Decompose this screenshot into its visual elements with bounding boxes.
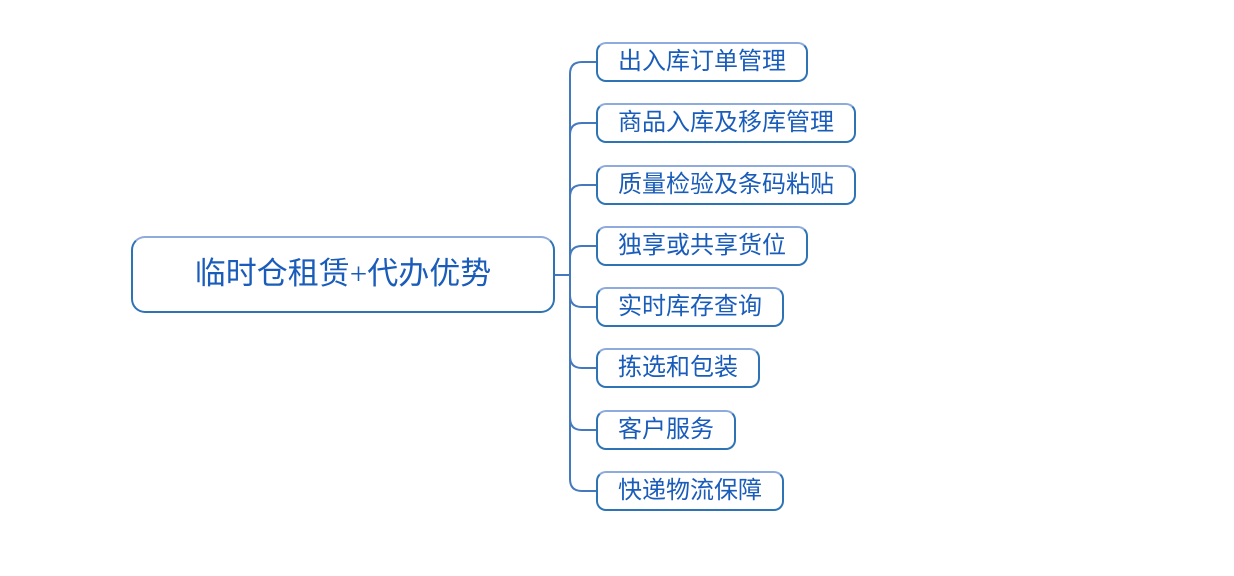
connector-branch (569, 184, 597, 198)
mindmap-node[interactable]: 商品入库及移库管理 (596, 103, 856, 143)
mindmap-node[interactable]: 出入库订单管理 (596, 42, 808, 82)
connector-branch (569, 61, 597, 75)
node-label: 拣选和包装 (618, 355, 738, 381)
connector-branch (569, 417, 597, 431)
node-label: 质量检验及条码粘贴 (618, 172, 834, 198)
node-label: 客户服务 (618, 417, 714, 443)
node-label: 实时库存查询 (618, 294, 762, 320)
mindmap-node[interactable]: 快递物流保障 (596, 471, 784, 511)
node-label: 快递物流保障 (618, 478, 762, 504)
mindmap-node[interactable]: 拣选和包装 (596, 348, 760, 388)
node-label: 独享或共享货位 (618, 233, 786, 259)
connector-branch (569, 294, 597, 308)
mindmap-node[interactable]: 客户服务 (596, 410, 736, 450)
mindmap-root-node[interactable]: 临时仓租赁+代办优势 (131, 236, 555, 313)
connector-branch (569, 355, 597, 369)
mindmap-node[interactable]: 质量检验及条码粘贴 (596, 165, 856, 205)
connector-branch (569, 122, 597, 136)
node-label: 出入库订单管理 (618, 49, 786, 75)
connector-branch (569, 245, 597, 259)
mindmap-node[interactable]: 独享或共享货位 (596, 226, 808, 266)
mindmap-node[interactable]: 实时库存查询 (596, 287, 784, 327)
node-label: 商品入库及移库管理 (618, 110, 834, 136)
root-node-label: 临时仓租赁+代办优势 (194, 256, 492, 291)
connector-branch (569, 478, 597, 492)
